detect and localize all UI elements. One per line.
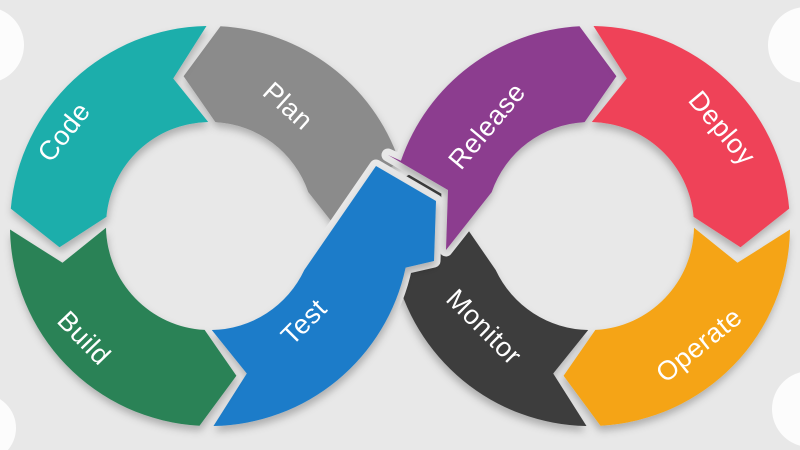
decor-circle-top-right — [768, 7, 800, 83]
decor-circle-bottom-left — [0, 399, 16, 450]
decor-circle-top-left — [0, 9, 24, 81]
decor-circle-bottom-right — [772, 372, 800, 446]
